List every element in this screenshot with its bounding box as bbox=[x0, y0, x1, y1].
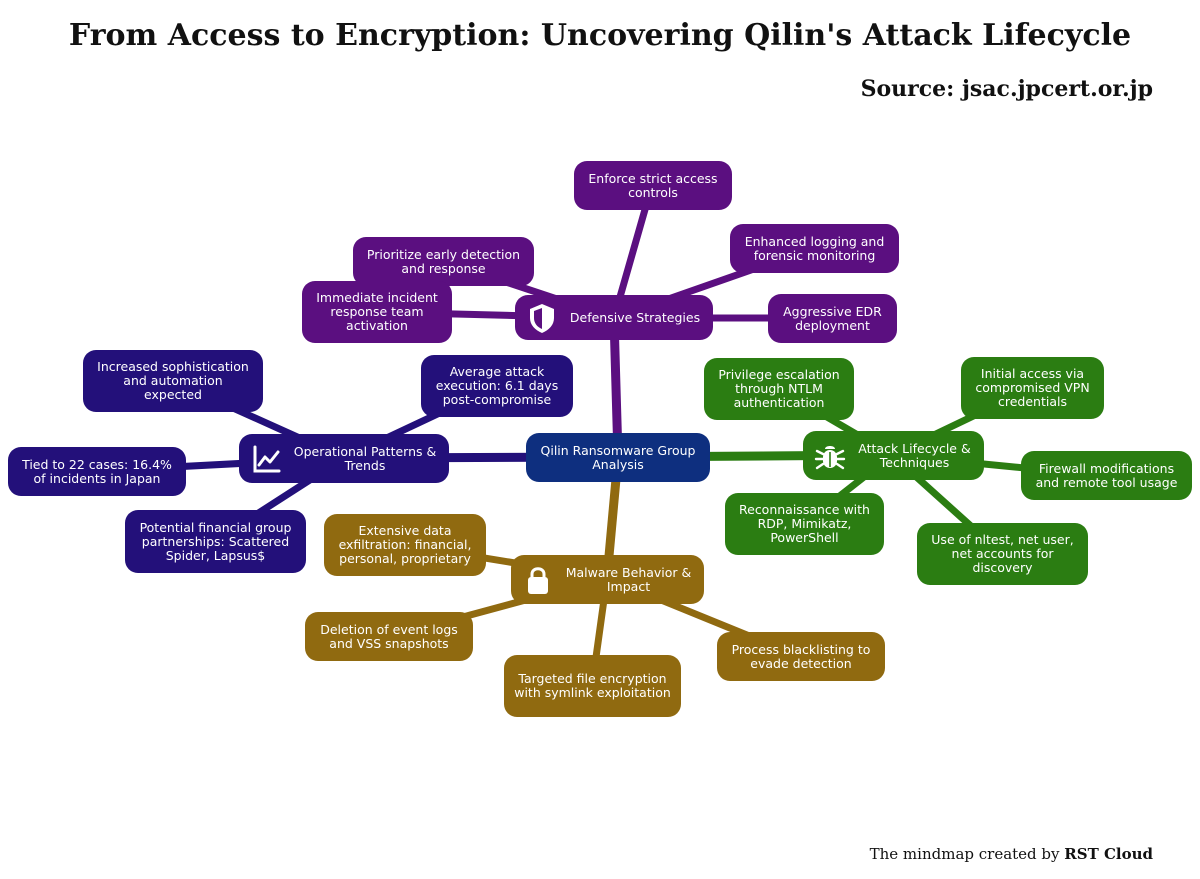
operational-child-execution: Average attack execution: 6.1 days post-… bbox=[421, 355, 573, 417]
defensive-child-edr: Aggressive EDR deployment bbox=[768, 294, 897, 343]
malware-behavior-node: Malware Behavior & Impact bbox=[511, 555, 704, 604]
operational-child-label: Tied to 22 cases: 16.4% of incidents in … bbox=[22, 456, 172, 486]
defensive-child-label: Aggressive EDR deployment bbox=[783, 303, 882, 333]
defensive-child-label: Prioritize early detection and response bbox=[366, 246, 521, 276]
lock-icon bbox=[521, 563, 555, 597]
defensive-child-label: Enhanced logging and forensic monitoring bbox=[744, 233, 885, 263]
operational-child-label: Increased sophistication and automation … bbox=[97, 359, 249, 402]
operational-child-sophistication: Increased sophistication and automation … bbox=[83, 350, 263, 412]
attack-child-label: Firewall modifications and remote tool u… bbox=[1035, 460, 1178, 490]
attack-child-label: Privilege escalation through NTLM authen… bbox=[718, 367, 840, 410]
attack-child-privilege: Privilege escalation through NTLM authen… bbox=[704, 358, 854, 420]
operational-patterns-node: Operational Patterns & Trends bbox=[239, 434, 449, 483]
malware-child-label: Deletion of event logs and VSS snapshots bbox=[320, 621, 458, 651]
operational-child-label: Potential financial group partnerships: … bbox=[139, 519, 292, 563]
defensive-child-label: Immediate incident response team activat… bbox=[316, 290, 438, 333]
credit-prefix: The mindmap created by bbox=[869, 845, 1060, 863]
attack-lifecycle-node: Attack Lifecycle & Techniques bbox=[803, 431, 984, 480]
footer-credit: The mindmap created by RST Cloud bbox=[870, 845, 1153, 863]
operational-child-partnerships: Potential financial group partnerships: … bbox=[125, 510, 306, 573]
attack-child-initial: Initial access via compromised VPN crede… bbox=[961, 357, 1104, 419]
shield-icon bbox=[525, 301, 559, 335]
chart-line-icon bbox=[249, 442, 283, 476]
malware-child-label: Targeted file encryption with symlink ex… bbox=[514, 671, 671, 700]
center-node: Qilin Ransomware Group Analysis bbox=[526, 433, 710, 482]
defensive-child-access: Enforce strict access controls bbox=[574, 161, 732, 210]
operational-child-label: Average attack execution: 6.1 days post-… bbox=[435, 364, 559, 407]
malware-child-deletion: Deletion of event logs and VSS snapshots bbox=[305, 612, 473, 661]
malware-child-label: Process blacklisting to evade detection bbox=[731, 641, 871, 671]
attack-child-nltest: Use of nltest, net user, net accounts fo… bbox=[917, 523, 1088, 585]
defensive-strategies-label: Defensive Strategies bbox=[569, 309, 701, 325]
center-label: Qilin Ransomware Group Analysis bbox=[540, 442, 696, 472]
defensive-child-label: Enforce strict access controls bbox=[588, 170, 718, 200]
bug-icon bbox=[813, 439, 847, 473]
attack-child-label: Use of nltest, net user, net accounts fo… bbox=[931, 532, 1074, 575]
malware-child-encryption: Targeted file encryption with symlink ex… bbox=[504, 655, 681, 717]
malware-child-exfil: Extensive data exfiltration: financial, … bbox=[324, 514, 486, 576]
operational-child-cases: Tied to 22 cases: 16.4% of incidents in … bbox=[8, 447, 186, 496]
defensive-child-detection: Prioritize early detection and response bbox=[353, 237, 534, 286]
malware-behavior-label: Malware Behavior & Impact bbox=[565, 564, 692, 594]
source-label: Source: jsac.jpcert.or.jp bbox=[860, 76, 1153, 102]
attack-child-firewall: Firewall modifications and remote tool u… bbox=[1021, 451, 1192, 500]
attack-lifecycle-label: Attack Lifecycle & Techniques bbox=[858, 440, 971, 470]
malware-child-blacklist: Process blacklisting to evade detection bbox=[717, 632, 885, 681]
attack-child-label: Initial access via compromised VPN crede… bbox=[975, 366, 1090, 409]
defensive-child-logging: Enhanced logging and forensic monitoring bbox=[730, 224, 899, 273]
operational-patterns-label: Operational Patterns & Trends bbox=[293, 443, 437, 473]
page-title: From Access to Encryption: Uncovering Qi… bbox=[68, 18, 1132, 53]
malware-child-label: Extensive data exfiltration: financial, … bbox=[338, 523, 472, 566]
attack-child-label: Reconnaissance with RDP, Mimikatz, Power… bbox=[739, 502, 870, 545]
attack-child-recon: Reconnaissance with RDP, Mimikatz, Power… bbox=[725, 493, 884, 555]
defensive-strategies-node: Defensive Strategies bbox=[515, 295, 713, 340]
credit-brand: RST Cloud bbox=[1064, 845, 1153, 863]
defensive-child-incident: Immediate incident response team activat… bbox=[302, 281, 452, 343]
